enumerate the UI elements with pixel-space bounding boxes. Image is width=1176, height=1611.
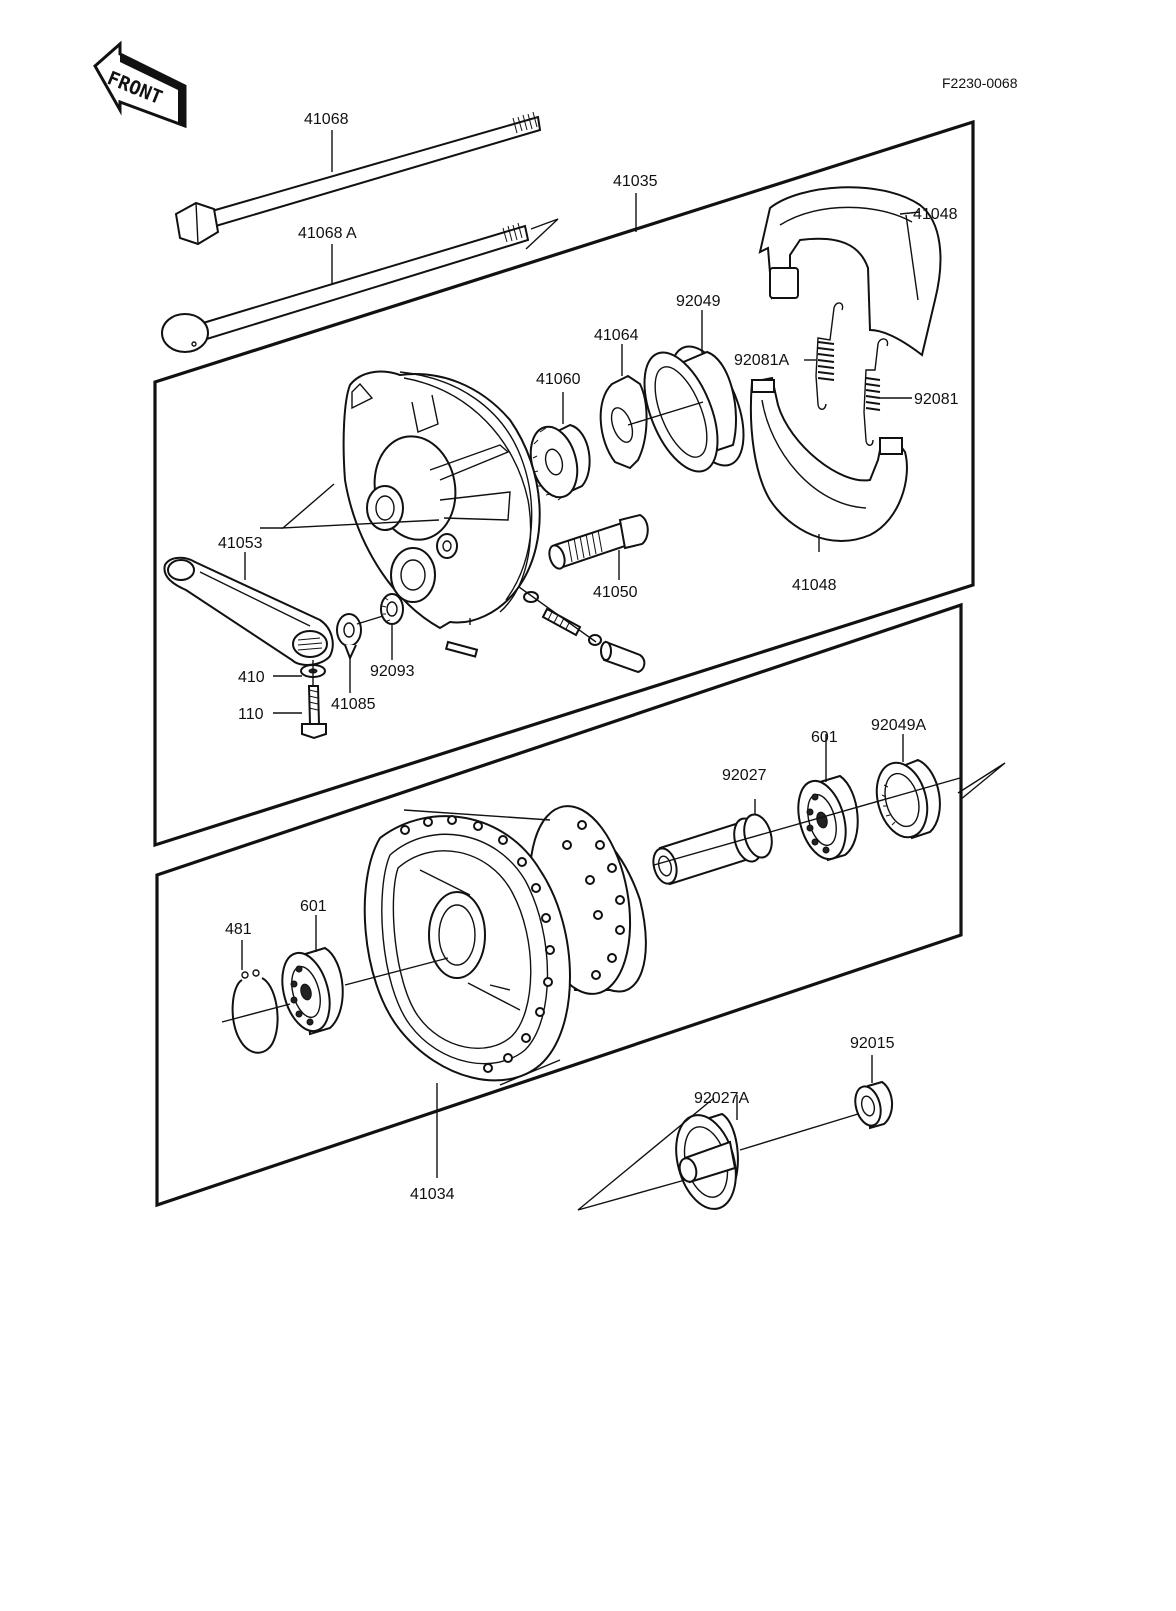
label-41064: 41064: [594, 327, 639, 344]
collar-92027a: [675, 1112, 739, 1210]
label-110: 110: [238, 706, 264, 723]
label-92049: 92049: [676, 293, 721, 310]
cam-shaft-41050: [548, 513, 649, 570]
label-481: 481: [225, 921, 252, 938]
label-41053: 41053: [218, 535, 263, 552]
label-92081a: 92081A: [734, 352, 789, 369]
bolt-110: [301, 685, 327, 740]
label-41068: 41068: [304, 111, 349, 128]
nut-92015: [854, 1080, 893, 1130]
label-92027: 92027: [722, 767, 767, 784]
hub-41034: [363, 805, 647, 1086]
bearing-601-left: [281, 946, 344, 1036]
front-arrow-icon: FRONT: [93, 40, 187, 129]
brake-panel-41053: [342, 370, 541, 630]
spring-92081a: [815, 302, 844, 410]
label-41034: 41034: [410, 1186, 455, 1203]
cam-lever: [163, 556, 334, 666]
label-92093: 92093: [370, 663, 415, 680]
pin: [444, 640, 479, 658]
label-41035: 41035: [613, 173, 658, 190]
label-92081: 92081: [914, 391, 959, 408]
label-41085: 41085: [331, 696, 376, 713]
oil-seal-92049a: [875, 758, 941, 840]
axle-41068: [174, 111, 542, 246]
axle-41068a: [161, 222, 530, 353]
label-601-left: 601: [300, 898, 327, 915]
bearing-601-right: [797, 774, 859, 862]
label-41068a: 41068 A: [298, 225, 357, 242]
label-41048-bottom: 41048: [792, 577, 837, 594]
label-92027a: 92027A: [694, 1090, 749, 1107]
label-41048-top: 41048: [913, 206, 958, 223]
label-92015: 92015: [850, 1035, 895, 1052]
label-92049a: 92049A: [871, 717, 926, 734]
circlip-481: [231, 969, 279, 1054]
oil-seal-92093: [380, 593, 404, 625]
label-41050: 41050: [593, 584, 638, 601]
spoke-holes: [400, 815, 625, 1073]
figure-code: F2230-0068: [942, 75, 1018, 91]
indicator-pin: [523, 591, 646, 674]
spring-92081: [863, 338, 889, 446]
brake-shoe-41048-bottom: [749, 376, 908, 542]
label-410: 410: [238, 669, 265, 686]
washer-41064: [599, 374, 648, 470]
brake-shoe-41048-top: [758, 186, 942, 357]
washer-41085: [336, 613, 362, 661]
brake-panel-group-frame: [153, 119, 975, 848]
label-601-right: 601: [811, 729, 838, 746]
hub-group-frame: [155, 602, 963, 1208]
oil-seal-92049: [643, 345, 745, 473]
label-41060: 41060: [536, 371, 581, 388]
